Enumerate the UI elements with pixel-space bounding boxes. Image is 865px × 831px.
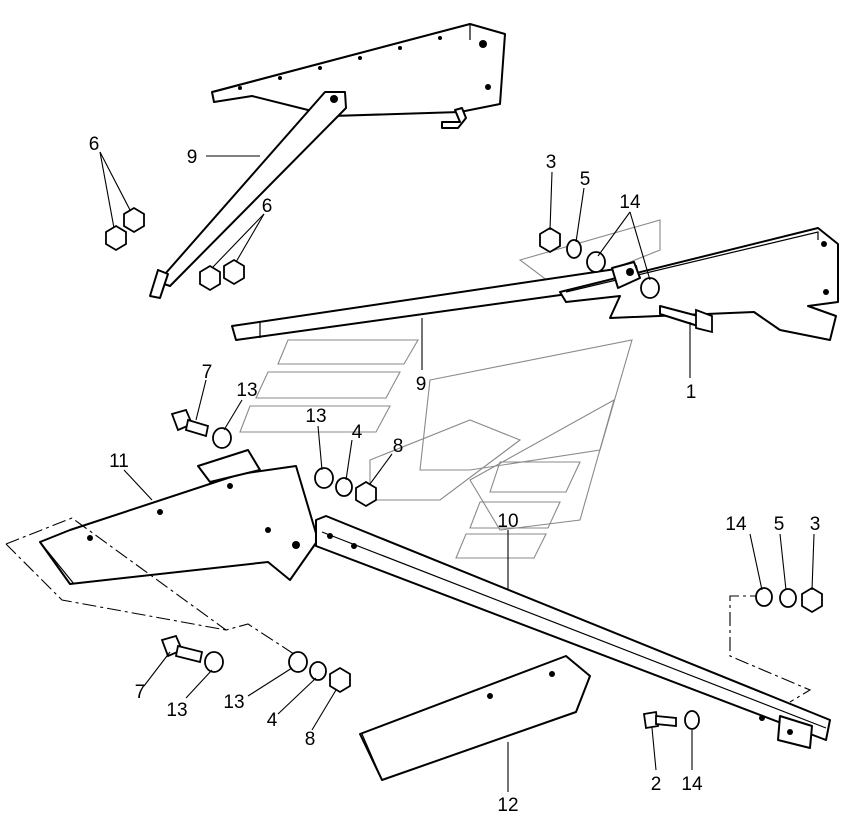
callout-3: 3	[810, 514, 821, 535]
callout-12: 12	[497, 795, 518, 816]
callout-10: 10	[497, 511, 518, 532]
leader-lines	[99, 151, 815, 792]
callout-1: 1	[686, 382, 697, 403]
hardware-items	[105, 206, 823, 730]
callout-14: 14	[681, 774, 703, 795]
callout-3: 3	[546, 152, 557, 173]
callout-8: 8	[305, 729, 316, 750]
assembly-dashed-lines	[5, 517, 812, 703]
callout-7: 7	[135, 682, 146, 703]
main-long-beam	[231, 227, 839, 341]
callout-13: 13	[305, 406, 326, 427]
callout-labels: 6 9 6 3 5 14 9 1 7 13 13 4 8 11 10 14 5 …	[89, 134, 821, 816]
callout-6: 6	[89, 134, 100, 155]
callout-6: 6	[262, 196, 273, 217]
callout-4: 4	[267, 710, 278, 731]
callout-2: 2	[651, 774, 662, 795]
callout-8: 8	[393, 436, 404, 457]
bolt-1	[659, 305, 713, 334]
callout-13: 13	[223, 692, 244, 713]
callout-5: 5	[774, 514, 785, 535]
callout-7: 7	[202, 362, 213, 383]
callout-5: 5	[580, 169, 591, 190]
angle-beam-10	[315, 515, 831, 749]
left-support-bracket	[39, 449, 319, 585]
callout-11: 11	[109, 451, 129, 472]
callout-9: 9	[187, 147, 198, 168]
callout-4: 4	[352, 422, 363, 443]
callout-14: 14	[619, 192, 641, 213]
callout-14: 14	[725, 514, 747, 535]
callout-13: 13	[166, 700, 187, 721]
upper-bracket-assembly	[149, 23, 506, 299]
callout-13: 13	[236, 380, 257, 401]
lower-plate-12	[359, 655, 591, 781]
callout-9: 9	[416, 374, 427, 395]
